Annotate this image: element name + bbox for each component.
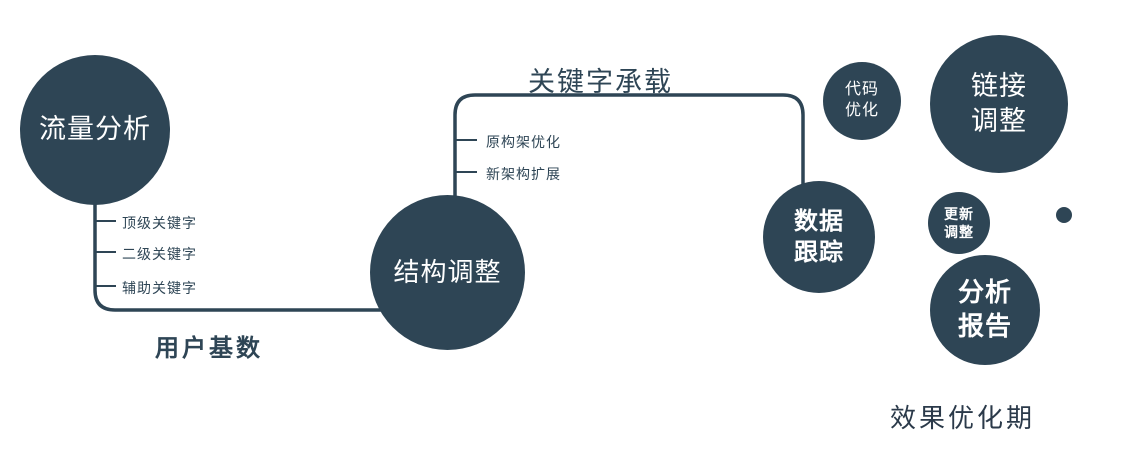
edge-label-user-base: 用户基数 xyxy=(155,335,263,362)
caption-effect-optimization-period: 效果优化期 xyxy=(890,403,1036,433)
node-small-dot xyxy=(1056,207,1072,223)
node-analysis-report: 分析 报告 xyxy=(930,255,1040,365)
node-analysis-report-line2: 报告 xyxy=(957,311,1012,341)
branch-label-original-architecture: 原构架优化 xyxy=(486,134,561,150)
node-link-adjustment-line2: 调整 xyxy=(971,106,1027,136)
node-link-adjustment: 链接 调整 xyxy=(930,35,1068,173)
node-traffic-analysis-label: 流量分析 xyxy=(39,114,151,145)
node-update-adjustment: 更新 调整 xyxy=(928,192,990,254)
node-structure-adjust-label: 结构调整 xyxy=(393,256,502,287)
edge-label-keyword-carrying: 关键字承载 xyxy=(528,67,673,97)
node-code-optimization-line2: 优化 xyxy=(844,102,879,119)
node-data-tracking-line2: 跟踪 xyxy=(794,239,844,266)
node-code-optimization-line1: 代码 xyxy=(844,81,879,99)
branch-label-new-architecture: 新架构扩展 xyxy=(486,166,561,182)
edge-structure-to-data xyxy=(453,93,805,260)
node-traffic-analysis: 流量分析 xyxy=(20,55,170,205)
node-structure-adjust: 结构调整 xyxy=(370,195,525,350)
edge-traffic-to-structure xyxy=(93,150,420,312)
node-update-adjustment-line1: 更新 xyxy=(944,205,974,222)
node-update-adjustment-line2: 调整 xyxy=(944,224,974,240)
branch-label-second-keyword: 二级关键字 xyxy=(122,246,197,262)
node-link-adjustment-line1: 链接 xyxy=(971,70,1027,101)
node-data-tracking-line1: 数据 xyxy=(794,207,844,235)
branch-label-auxiliary-keyword: 辅助关键字 xyxy=(122,280,197,296)
branch-label-top-keyword: 顶级关键字 xyxy=(122,215,197,231)
node-code-optimization: 代码 优化 xyxy=(823,62,901,140)
node-data-tracking: 数据 跟踪 xyxy=(763,181,875,293)
node-analysis-report-line1: 分析 xyxy=(957,277,1012,308)
